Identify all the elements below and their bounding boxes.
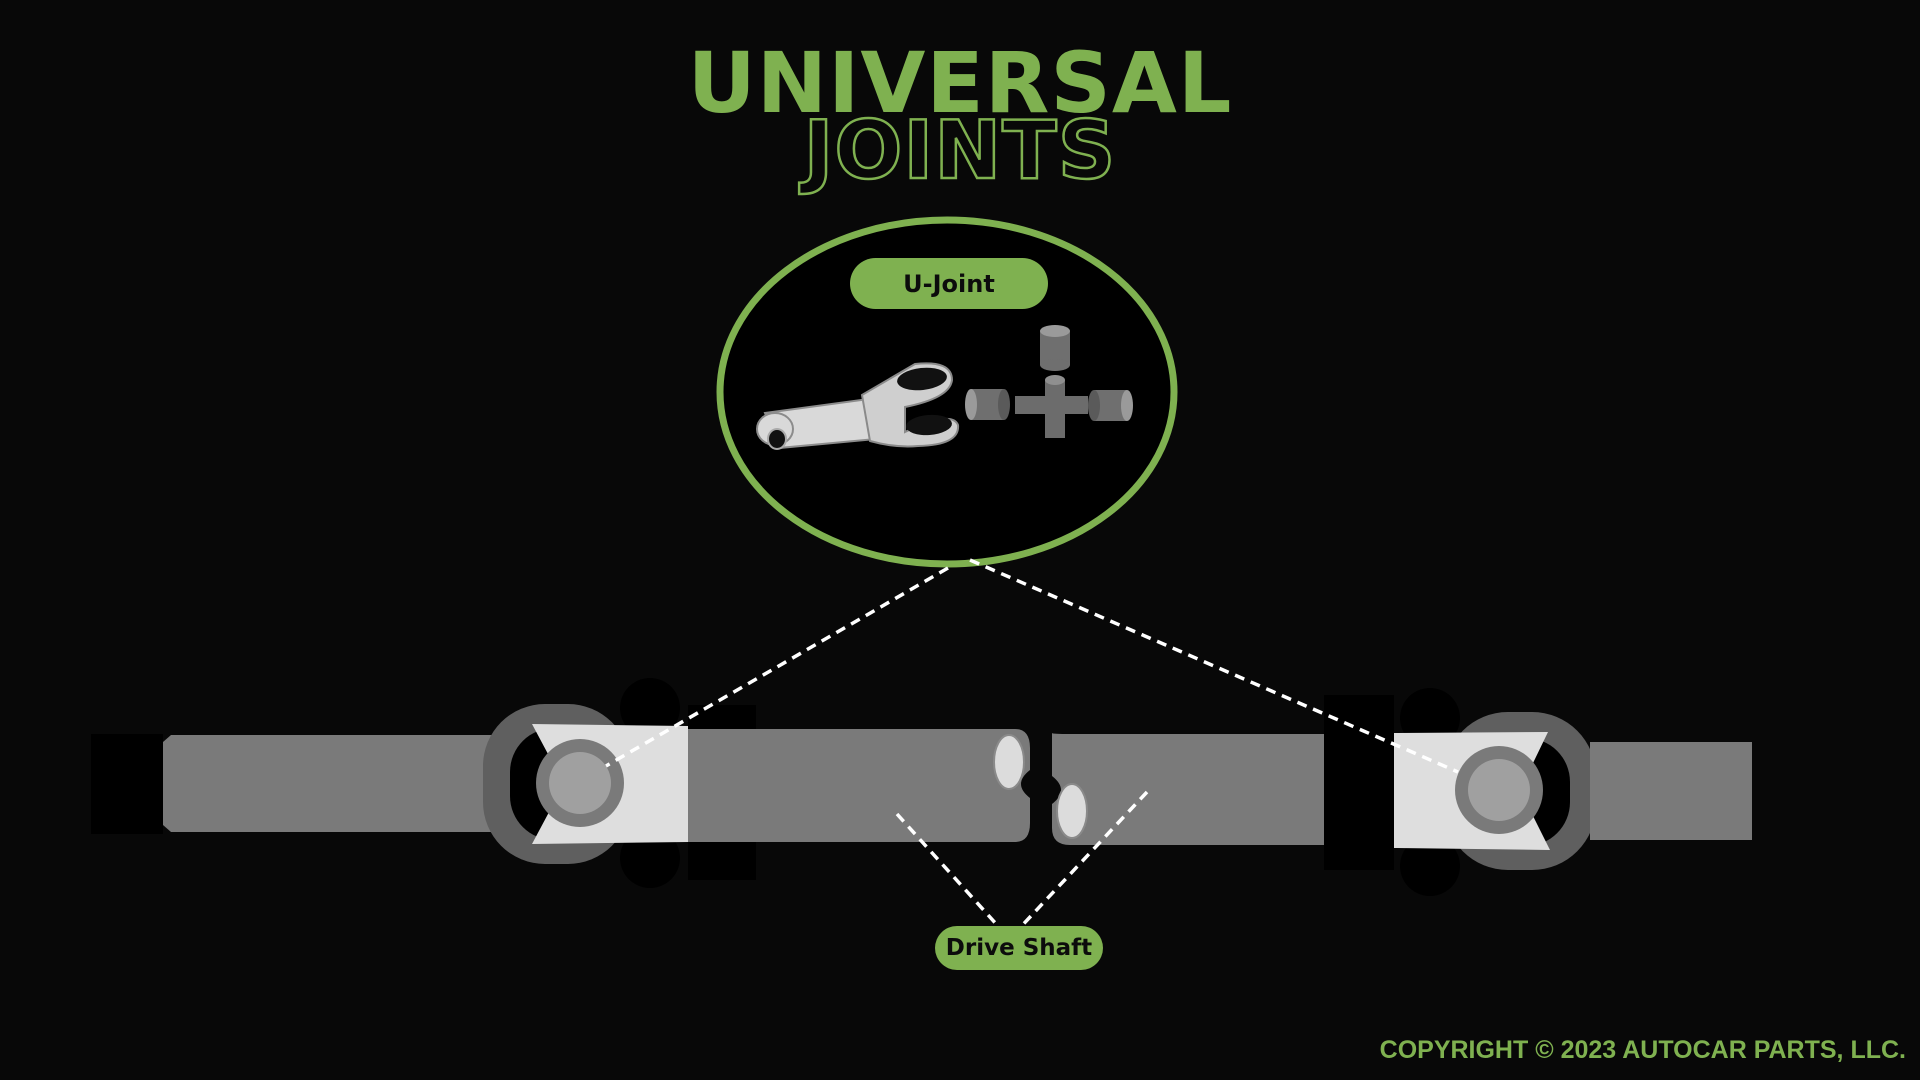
left-end-shaft: [91, 734, 506, 834]
right-drive-shaft-tube: [1052, 733, 1395, 845]
right-end-shaft: [1590, 742, 1752, 840]
callout-leader-lines: [605, 558, 1459, 934]
u-joint-callout-ellipse: [716, 216, 1178, 568]
u-joint-cross-icon: [965, 325, 1133, 438]
yoke-tube-icon: [756, 362, 960, 450]
right-u-joint-bearing: [1455, 746, 1543, 834]
title-joints: JOINTS: [802, 104, 1117, 197]
drive-shaft-label: Drive Shaft: [935, 926, 1103, 970]
left-u-joint-bearing: [536, 739, 624, 827]
left-drive-shaft-tube: [688, 729, 1030, 842]
u-joint-label: U-Joint: [850, 258, 1048, 309]
copyright-footer: COPYRIGHT © 2023 AUTOCAR PARTS, LLC.: [1379, 1036, 1906, 1064]
title-universal: UNIVERSAL: [687, 34, 1233, 132]
